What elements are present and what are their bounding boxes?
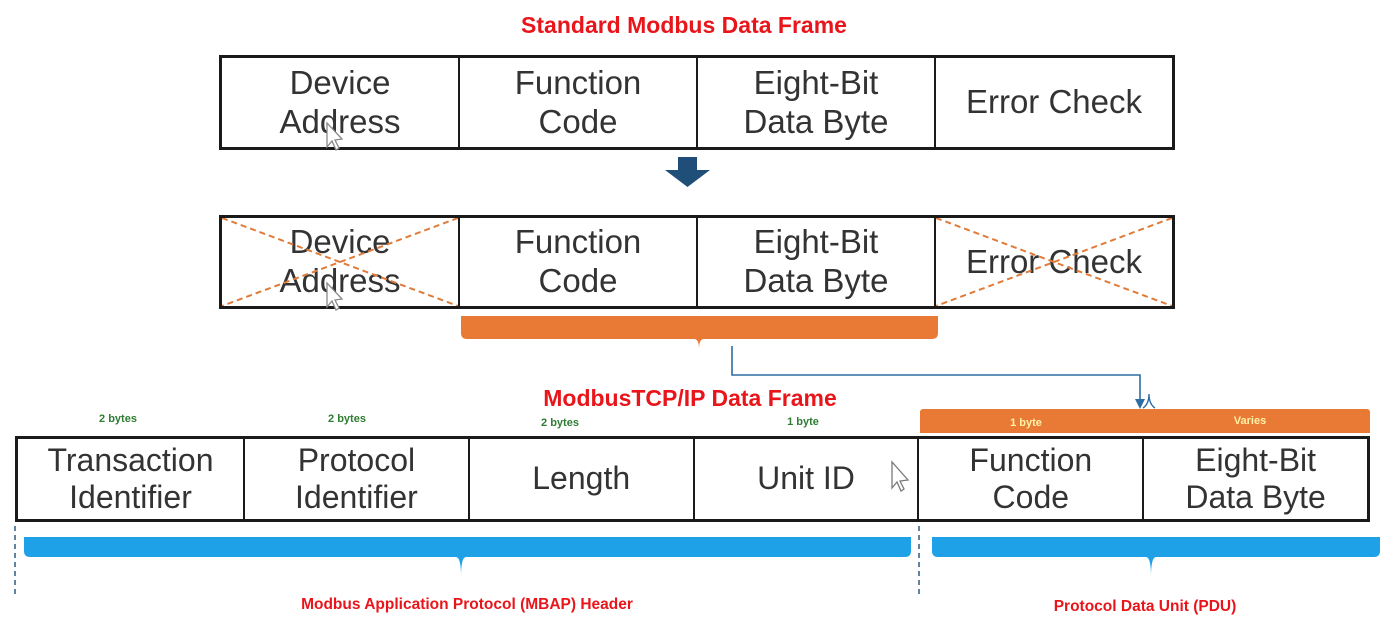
standard-modbus-frame: Device Address Function Code Eight-Bit D… xyxy=(219,55,1175,150)
tcp-function-code-cell: Function Code xyxy=(919,439,1145,519)
transaction-identifier-cell: Transaction Identifier xyxy=(18,439,245,519)
size-unit-id: 1 byte xyxy=(787,416,819,428)
size-data-byte: Varies xyxy=(1233,415,1267,427)
unit-id-cell: Unit ID xyxy=(695,439,920,519)
reduced-modbus-frame: Device Address Function Code Eight-Bit D… xyxy=(219,215,1175,309)
protocol-identifier-cell: Protocol Identifier xyxy=(245,439,470,519)
pdu-label: Protocol Data Unit (PDU) xyxy=(1053,598,1237,615)
size-protocol-id: 2 bytes xyxy=(328,413,366,425)
reduced-error-check-label: Error Check xyxy=(965,242,1143,280)
pdu-bracket xyxy=(932,537,1380,577)
orange-bracket xyxy=(461,316,938,349)
size-function-code: 1 byte xyxy=(1010,417,1042,429)
mbap-bracket xyxy=(24,537,911,577)
reduced-data-byte-cell: Eight-Bit Data Byte xyxy=(698,218,936,306)
connector-arrowhead-icon xyxy=(1135,399,1145,409)
length-cell: Length xyxy=(470,439,695,519)
pdu-orange-band xyxy=(920,409,1370,433)
standard-error-check-cell: Error Check xyxy=(965,83,1143,121)
standard-frame-title: Standard Modbus Data Frame xyxy=(521,12,847,38)
mbap-header-label: Modbus Application Protocol (MBAP) Heade… xyxy=(301,596,633,613)
tcp-ip-modbus-frame: Transaction Identifier Protocol Identifi… xyxy=(15,436,1370,522)
tcp-data-byte-cell: Eight-Bit Data Byte xyxy=(1185,441,1326,515)
reduced-function-code-cell: Function Code xyxy=(460,218,698,306)
reduced-device-address-label: Device Address xyxy=(279,223,401,299)
size-length: 2 bytes xyxy=(541,417,579,429)
reduced-device-address-cell: Device Address xyxy=(222,218,460,306)
tcp-frame-title: ModbusTCP/IP Data Frame xyxy=(543,385,837,411)
reduced-error-check-cell: Error Check xyxy=(936,218,1172,306)
standard-function-code-cell: Function Code xyxy=(460,58,698,147)
down-arrow-icon xyxy=(665,157,710,187)
standard-data-byte-cell: Eight-Bit Data Byte xyxy=(698,58,936,147)
standard-device-address-cell: Device Address xyxy=(222,58,460,147)
pdu-band-tick xyxy=(1142,393,1156,409)
size-transaction-id: 2 bytes xyxy=(99,413,137,425)
